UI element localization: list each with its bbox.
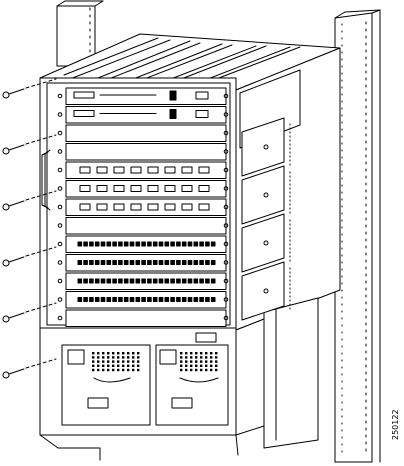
- slot-copper: [57, 254, 229, 272]
- fan-tray-modules: [241, 117, 291, 321]
- chassis-top: [39, 33, 341, 91]
- vent-grid: [180, 352, 218, 372]
- rack-screw: [2, 134, 57, 155]
- chassis-handle-left: [41, 149, 51, 211]
- slot-fiber: [57, 198, 229, 216]
- slot-supervisor: [57, 87, 229, 105]
- fan-tray-module: [241, 261, 291, 321]
- rack-post-right: [334, 9, 381, 463]
- slot-fiber: [57, 180, 229, 198]
- slot-blank: [57, 217, 229, 235]
- power-supply-bay: [39, 318, 265, 436]
- power-supply-vents: [92, 352, 218, 372]
- slot-copper: [57, 272, 229, 290]
- mounting-bracket: [263, 297, 319, 449]
- fan-tray-module: [241, 165, 291, 225]
- rack-screw: [2, 358, 57, 379]
- rack-screw: [2, 246, 57, 267]
- slot-fiber: [57, 161, 229, 179]
- fan-tray-module: [241, 213, 291, 273]
- rack-floor-lines: [39, 434, 239, 461]
- rack-screw: [2, 190, 57, 211]
- slot-supervisor: [57, 106, 229, 124]
- rack-screw: [2, 78, 57, 99]
- slot-blank: [57, 124, 229, 142]
- module-slots: [57, 87, 229, 327]
- slot-copper: [57, 291, 229, 309]
- fan-tray-module: [241, 117, 291, 177]
- rack-screws: [2, 78, 57, 379]
- slot-blank: [57, 309, 229, 327]
- figure-number: 250122: [391, 409, 400, 440]
- slot-copper: [57, 235, 229, 253]
- slot-blank: [57, 143, 229, 161]
- vent-grid: [92, 352, 140, 372]
- rack-screw: [2, 302, 57, 323]
